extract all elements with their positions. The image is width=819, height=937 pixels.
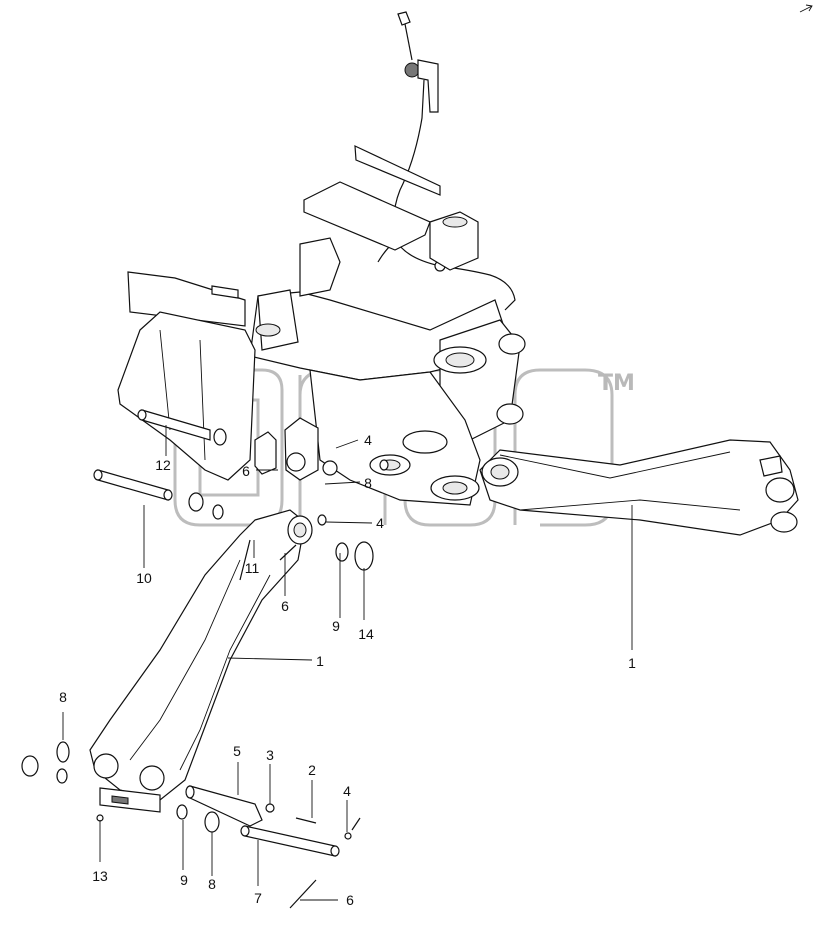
right-boom-arm <box>479 439 799 536</box>
left-boom-arm <box>89 509 313 813</box>
callout-4-middle: 4 <box>376 515 384 531</box>
callout-4-lower: 4 <box>343 783 351 799</box>
callout-9-upper: 9 <box>332 618 340 634</box>
callout-12: 12 <box>155 457 171 473</box>
callout-11: 11 <box>245 560 260 576</box>
callout-1-right: 1 <box>628 655 636 671</box>
callout-10: 10 <box>136 570 152 586</box>
callout-labels: 1 1 2 3 4 4 4 5 6 6 6 7 8 8 8 9 9 10 11 … <box>59 432 636 908</box>
callout-5: 5 <box>233 743 241 759</box>
main-frame <box>117 145 526 506</box>
leader-lines <box>62 425 633 901</box>
callout-7: 7 <box>254 890 262 906</box>
callout-3: 3 <box>266 747 274 763</box>
corner-arrow-icon <box>799 4 813 13</box>
callout-6-lower: 6 <box>346 892 354 908</box>
lower-parts <box>21 539 361 909</box>
callout-1-left: 1 <box>316 653 324 669</box>
callout-8-left: 8 <box>59 689 67 705</box>
callout-9-lower: 9 <box>180 872 188 888</box>
callout-6-middle: 6 <box>281 598 289 614</box>
callout-14: 14 <box>358 626 374 642</box>
upper-pins <box>93 409 389 571</box>
watermark-tm: TM <box>598 371 635 396</box>
callout-8-lower: 8 <box>208 876 216 892</box>
callout-8-upper: 8 <box>364 475 372 491</box>
callout-4-upper: 4 <box>364 432 372 448</box>
callout-6-upper: 6 <box>242 463 250 479</box>
callout-2: 2 <box>308 762 316 778</box>
callout-13: 13 <box>92 868 108 884</box>
